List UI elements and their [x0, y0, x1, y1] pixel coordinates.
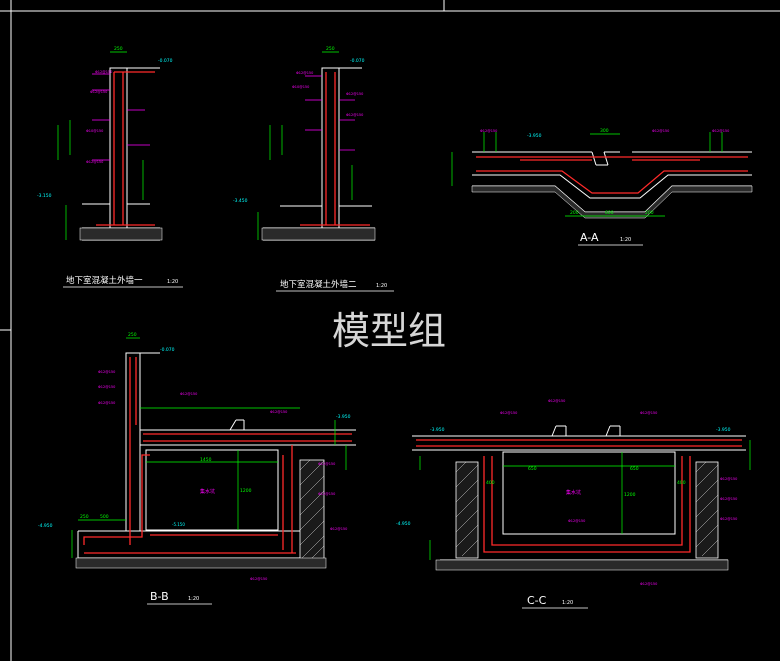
aa-dim-top: 300: [600, 128, 609, 134]
section-cc-title: C-C: [527, 594, 547, 607]
cc-dim-side: 400: [486, 480, 495, 486]
wall-detail-1-thk: 250: [114, 46, 123, 52]
cc-room-label: 集水坑: [566, 489, 581, 496]
cc-elev-top-right: -3.950: [716, 427, 731, 433]
svg-text:Φ10@150: Φ10@150: [292, 85, 309, 89]
section-bb-scale: 1:20: [188, 596, 199, 602]
svg-text:Φ12@150: Φ12@150: [250, 577, 267, 581]
svg-text:Φ12@150: Φ12@150: [95, 70, 112, 74]
wall-detail-2-thk: 250: [326, 46, 335, 52]
cc-elev-bottom: -4.950: [396, 521, 411, 527]
svg-text:Φ12@150: Φ12@150: [98, 370, 115, 374]
section-aa-title: A-A: [580, 231, 599, 244]
svg-text:-0.070: -0.070: [158, 58, 173, 64]
wall-detail-1-scale: 1:20: [167, 279, 178, 285]
wall-detail-2-scale: 1:20: [376, 283, 387, 289]
svg-text:Φ12@150: Φ12@150: [318, 462, 335, 466]
cc-dim-height: 1200: [624, 492, 636, 498]
svg-text:Φ12@150: Φ12@150: [712, 129, 729, 133]
svg-text:Φ12@150: Φ12@150: [640, 411, 657, 415]
svg-text:Φ12@150: Φ12@150: [296, 71, 313, 75]
svg-text:Φ12@150: Φ12@150: [86, 160, 103, 164]
svg-text:-3.150: -3.150: [37, 193, 52, 199]
svg-text:Φ12@150: Φ12@150: [270, 410, 287, 414]
bb-dim-base2: 500: [100, 514, 109, 520]
cc-dim-side-2: 400: [677, 480, 686, 486]
svg-text:Φ12@150: Φ12@150: [500, 411, 517, 415]
bb-elev-top: -0.070: [160, 347, 175, 353]
aa-dim-b3: 200: [645, 210, 654, 216]
bb-dim-base1: 250: [80, 514, 89, 520]
wall-detail-2-title: 地下室混凝土外墙二: [280, 279, 357, 290]
svg-text:Φ12@150: Φ12@150: [652, 129, 669, 133]
section-aa-scale: 1:20: [620, 237, 631, 243]
bb-elev-slab: -3.950: [336, 414, 351, 420]
aa-dim-b1: 200: [570, 210, 579, 216]
watermark-text: 模型组: [332, 309, 446, 353]
cc-elev-top: -3.950: [430, 427, 445, 433]
cc-dim-span: 650: [528, 466, 537, 472]
svg-text:Φ12@150: Φ12@150: [480, 129, 497, 133]
svg-text:-0.070: -0.070: [350, 58, 365, 64]
svg-text:Φ12@150: Φ12@150: [98, 385, 115, 389]
svg-text:Φ12@150: Φ12@150: [720, 477, 737, 481]
svg-text:Φ12@150: Φ12@150: [720, 497, 737, 501]
svg-text:Φ12@150: Φ12@150: [346, 92, 363, 96]
svg-text:Φ12@150: Φ12@150: [346, 113, 363, 117]
svg-text:Φ12@150: Φ12@150: [98, 401, 115, 405]
aa-dim-b2: 600: [605, 210, 614, 216]
svg-text:Φ10@150: Φ10@150: [86, 129, 103, 133]
svg-text:Φ12@150: Φ12@150: [330, 527, 347, 531]
svg-text:Φ12@150: Φ12@150: [90, 90, 107, 94]
bb-room-label: 集水坑: [200, 488, 215, 495]
svg-text:Φ12@150: Φ12@150: [568, 519, 585, 523]
bb-elev-bottom: -4.950: [38, 523, 53, 529]
svg-text:Φ12@150: Φ12@150: [720, 517, 737, 521]
cc-dim-span-2: 650: [630, 466, 639, 472]
section-bb: -0.070 -3.950 -4.950 -5.150 250 1450 120…: [38, 332, 356, 605]
bb-dim-height: 1200: [240, 488, 252, 494]
svg-text:Φ12@150: Φ12@150: [548, 399, 565, 403]
section-cc: -3.950 -3.950 -4.950 650 650 1200 400 40…: [396, 399, 751, 609]
svg-text:Φ12@150: Φ12@150: [318, 492, 335, 496]
section-aa: -3.950 300 200 600 200 Φ12@150 Φ12@150 Φ1…: [451, 128, 753, 246]
section-cc-scale: 1:20: [562, 600, 573, 606]
bb-elev-pit: -5.150: [172, 522, 185, 527]
wall-detail-1-title: 地下室混凝土外墙一: [66, 275, 143, 286]
svg-text:Φ12@150: Φ12@150: [180, 392, 197, 396]
section-bb-title: B-B: [150, 590, 169, 603]
bb-dim-wall: 250: [128, 332, 137, 338]
svg-text:-3.450: -3.450: [233, 198, 248, 204]
bb-dim-span: 1450: [200, 457, 212, 463]
svg-text:Φ12@150: Φ12@150: [640, 582, 657, 586]
aa-elev-top: -3.950: [527, 133, 542, 139]
